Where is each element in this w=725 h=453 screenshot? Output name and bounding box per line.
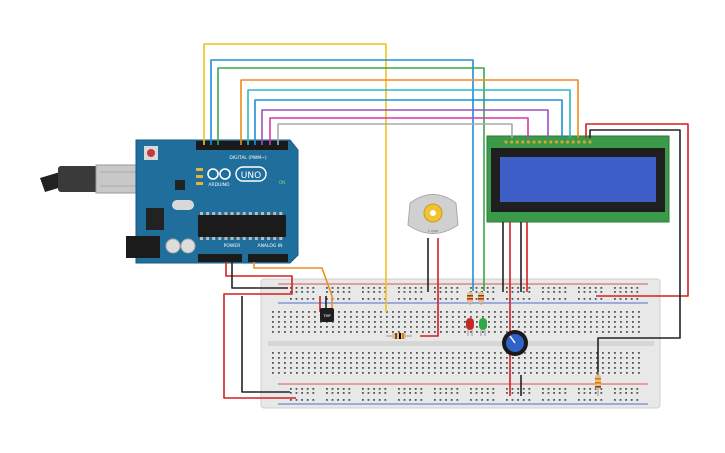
resistor-1[interactable] [386, 333, 412, 339]
led-l [196, 168, 203, 171]
uno-logo-text: UNO [241, 171, 261, 181]
arduino-logo: UNO ARDUINO [207, 166, 267, 188]
capacitor-1 [165, 238, 181, 254]
wire-cyan[interactable] [247, 89, 571, 145]
capacitor-2 [180, 238, 196, 254]
digital-header[interactable] [196, 141, 288, 150]
wire-motor-red[interactable] [420, 238, 439, 337]
wire-arduino-black[interactable] [231, 262, 288, 289]
digital-label: DIGITAL (PWM~) [229, 155, 267, 161]
voltage-regulator [146, 208, 164, 230]
tmp-sensor-label: TMP [322, 314, 330, 318]
wire-yellow[interactable] [203, 43, 387, 312]
chip-pins [200, 212, 283, 240]
on-label: ON [279, 180, 285, 185]
tmp-sensor-body [320, 308, 334, 322]
motor-label: 1 rpm [428, 229, 439, 233]
wire-arduino-red[interactable] [223, 262, 296, 399]
wire-purple[interactable] [261, 109, 549, 145]
power-header[interactable] [198, 254, 242, 262]
usb-chip [175, 180, 185, 190]
analog-header[interactable] [248, 254, 288, 262]
wires[interactable] [203, 43, 689, 399]
lcd-pin-header[interactable] [504, 140, 592, 144]
potentiometer[interactable] [502, 330, 528, 356]
power-jack [126, 236, 160, 258]
breadboard-holes [272, 287, 640, 401]
led-green[interactable] [479, 318, 487, 336]
temperature-sensor[interactable]: TMP [320, 308, 334, 322]
wire-blue-2[interactable] [254, 99, 563, 145]
pot-indicator [509, 335, 516, 344]
breadboard-channel [268, 341, 654, 346]
breadboard[interactable] [260, 278, 661, 409]
wire-sensor-orange[interactable] [253, 262, 333, 310]
wire-green[interactable] [217, 67, 485, 291]
wire-black-lcd-right[interactable] [589, 129, 681, 378]
led-red[interactable] [466, 318, 474, 336]
resistor-right[interactable] [595, 372, 601, 396]
wire-red-lcd-right[interactable] [585, 123, 689, 297]
resistor-red-led[interactable] [467, 291, 473, 305]
resistor-green-led[interactable] [478, 291, 484, 305]
atmega-chip [198, 215, 286, 237]
led-rx [196, 182, 203, 185]
wire-black-left[interactable] [241, 296, 290, 393]
wire-blue[interactable] [210, 59, 474, 291]
reset-button-cap [147, 149, 155, 157]
usb-plug [58, 166, 98, 192]
analog-label: ANALOG IN [257, 243, 282, 249]
crystal [172, 200, 194, 210]
lcd-screen [500, 157, 656, 202]
arduino-uno-board[interactable]: DIGITAL (PWM~) UNO ARDUINO ON POWER ANAL… [40, 139, 299, 264]
wire-orange[interactable] [240, 79, 579, 145]
dc-motor[interactable]: 1 rpm [407, 194, 459, 234]
motor-shaft [430, 210, 436, 216]
lcd-16x2[interactable] [486, 135, 670, 223]
arduino-brand-text: ARDUINO [208, 182, 230, 188]
resistors[interactable] [386, 291, 601, 396]
wire-gray[interactable] [277, 123, 513, 145]
led-tx [196, 175, 203, 178]
wire-magenta[interactable] [269, 117, 529, 145]
leds[interactable] [466, 318, 487, 336]
power-label: POWER [224, 243, 241, 249]
